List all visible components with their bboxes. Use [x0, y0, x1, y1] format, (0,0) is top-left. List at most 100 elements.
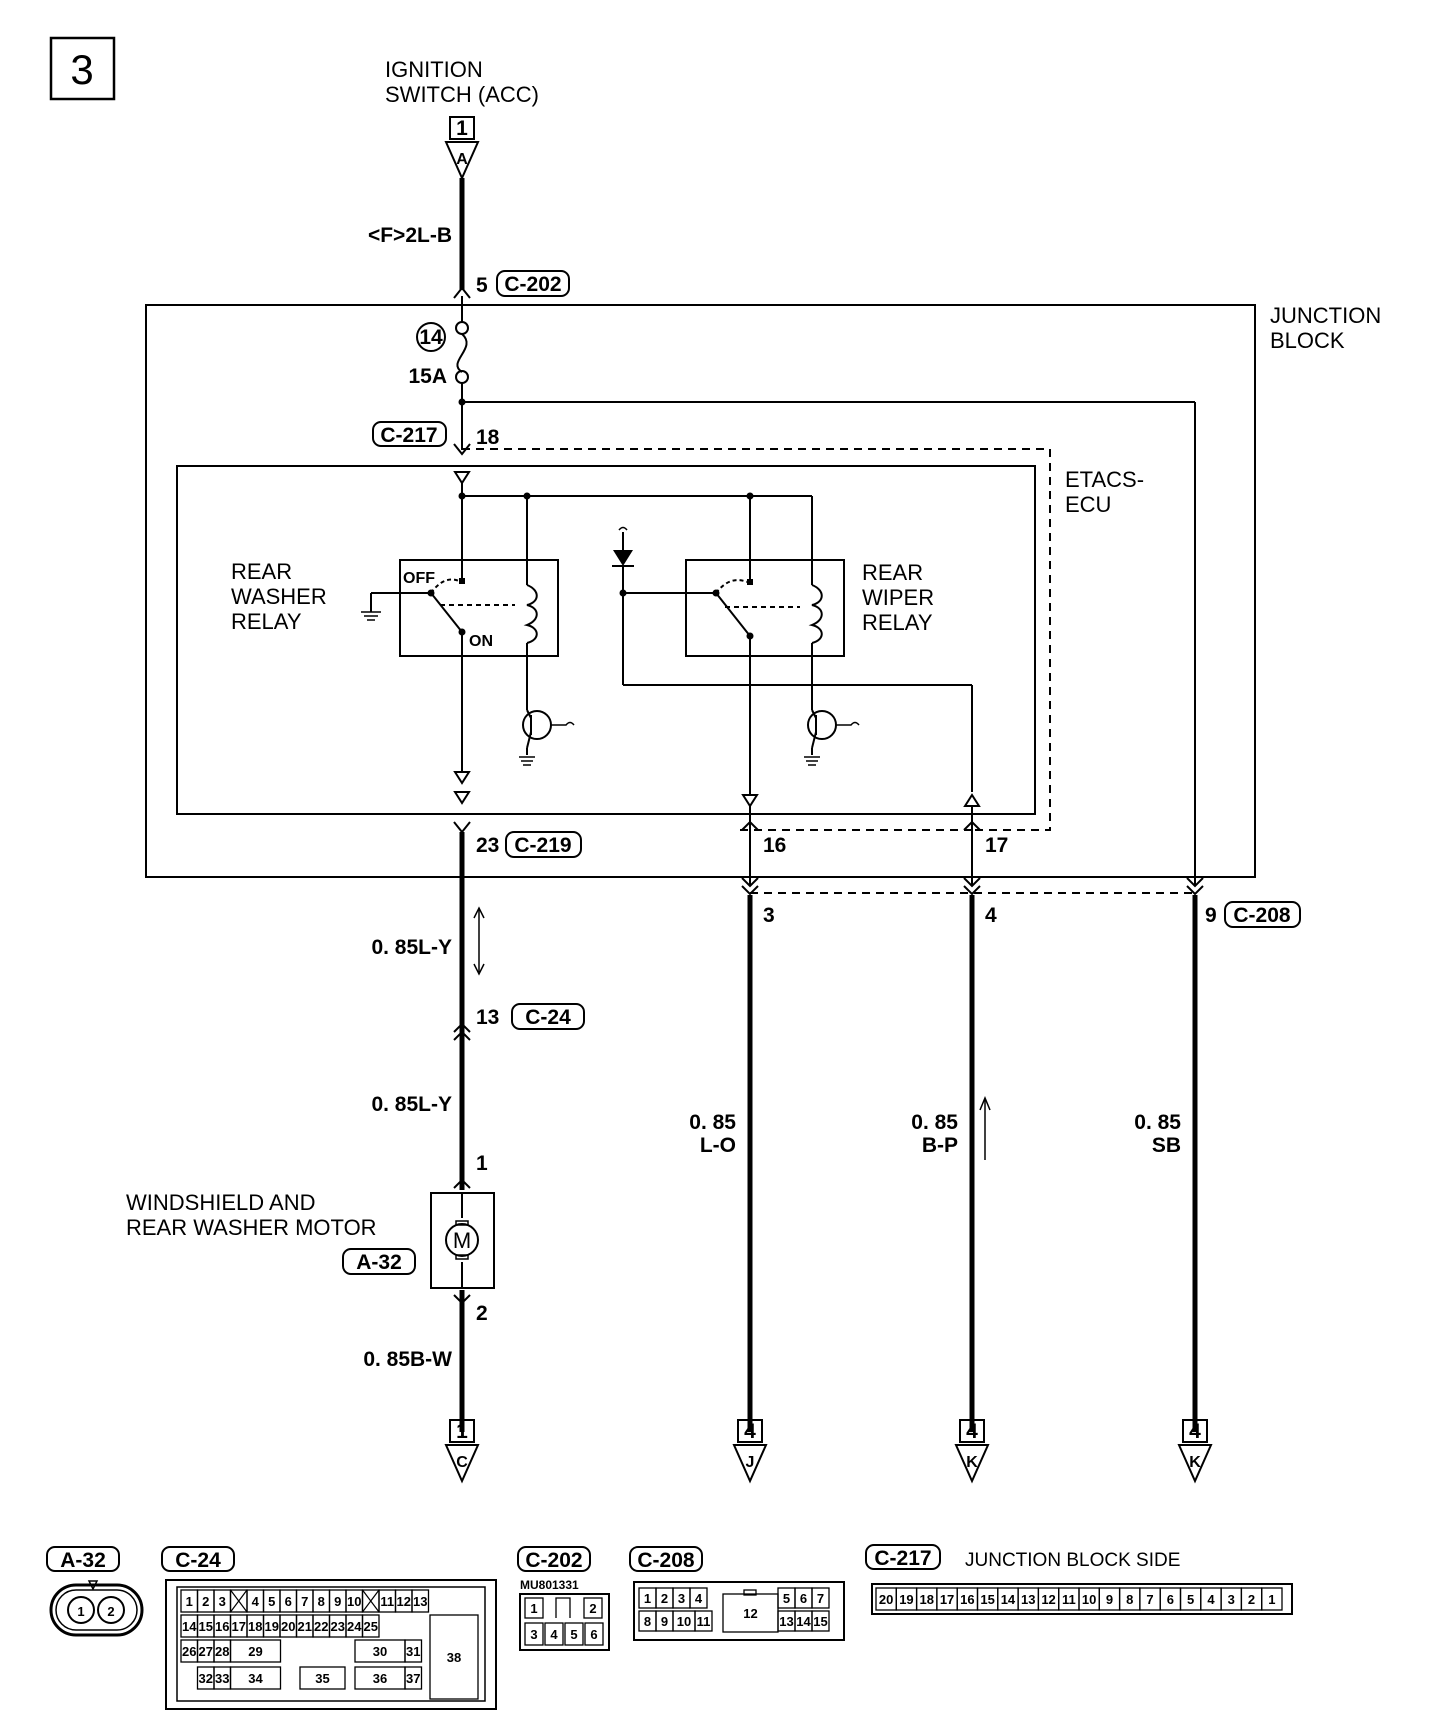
washer-relay-coil-icon — [523, 584, 538, 644]
c24-pin-label: 19 — [265, 1619, 279, 1634]
c219-tag: C-219 — [514, 834, 571, 857]
c24-cell — [229, 1639, 282, 1663]
pin-17: 17 — [985, 834, 1008, 857]
c24-cell — [404, 1639, 423, 1663]
c217-pin-label: 19 — [899, 1592, 913, 1607]
legend-a32-tag-box — [46, 1546, 120, 1572]
c217-pin-label: 18 — [920, 1592, 934, 1607]
washer-relay-on: ON — [469, 633, 493, 650]
c217-pin-label: 14 — [1001, 1592, 1016, 1607]
etacs-ecu-box — [176, 465, 1036, 815]
legend-c208-tag-box — [629, 1546, 703, 1572]
c202-cell — [524, 1597, 544, 1619]
wire-label-sb-1: 0. 85 — [1134, 1111, 1181, 1134]
c24-pin-label: 16 — [215, 1619, 229, 1634]
fuse-terminal-top — [455, 321, 469, 335]
up-arrow-icon — [979, 1096, 991, 1111]
svg-text:4: 4 — [1189, 1420, 1201, 1443]
c24-pin-label: 15 — [199, 1619, 213, 1634]
c24-pin: 13 — [476, 1006, 499, 1029]
c208-pin-label: 13 — [779, 1614, 793, 1629]
c217-pin-label: 11 — [1062, 1592, 1076, 1607]
svg-text:4: 4 — [744, 1420, 756, 1443]
bottom-ref-c: 1 C — [444, 1419, 480, 1484]
c217-tag-box — [372, 421, 447, 447]
wire-label-bp-2: B-P — [922, 1134, 958, 1157]
c24-pin-label: 4 — [252, 1594, 260, 1609]
c24-pin-label: 23 — [331, 1619, 345, 1634]
c208-pin-label: 2 — [661, 1591, 668, 1606]
c208-pin-label: 5 — [783, 1591, 790, 1606]
c24-pin-label: 1 — [186, 1594, 193, 1609]
c202-pin-label: 4 — [550, 1627, 558, 1642]
motor-label-1: WINDSHIELD AND — [126, 1190, 315, 1215]
c208-cell — [811, 1587, 830, 1609]
fuse-number: 14 — [419, 326, 443, 349]
c202-pin: 5 — [476, 274, 488, 297]
c24-cell — [429, 1614, 479, 1700]
c24-pin-label: 3 — [219, 1594, 226, 1609]
wire-label-bw: 0. 85B-W — [363, 1348, 452, 1371]
wire-label-lo-2: L-O — [700, 1134, 736, 1157]
c202-cell — [583, 1597, 603, 1619]
page-number-box — [49, 36, 116, 101]
c208-pin-label: 3 — [678, 1591, 685, 1606]
a32-tag-box — [342, 1248, 416, 1275]
svg-text:J: J — [746, 1454, 755, 1471]
c24-pin-label: 31 — [406, 1644, 420, 1659]
a32-connector-face: 1 2 — [49, 1580, 144, 1637]
c24-pin-label: 11 — [380, 1594, 394, 1609]
wiper-transistor-icon — [807, 710, 837, 740]
c24-pin-label: 37 — [406, 1671, 420, 1686]
legend-c217: C-217 — [874, 1547, 931, 1570]
washer-relay-off: OFF — [403, 570, 435, 587]
fuse-terminal-bottom — [455, 370, 469, 384]
pin-9: 9 — [1205, 904, 1217, 927]
c202-cell — [524, 1622, 544, 1646]
c202-pin-label: 5 — [570, 1627, 577, 1642]
c24-cell — [229, 1666, 282, 1690]
c217-note: JUNCTION BLOCK SIDE — [965, 1550, 1180, 1571]
c24-pin-label: 20 — [281, 1619, 295, 1634]
ignition-label-1: IGNITION — [385, 57, 483, 82]
c217-pin-label: 6 — [1167, 1592, 1174, 1607]
etacs-boundary-dashed — [462, 448, 1051, 831]
c24-pin-label: 7 — [301, 1594, 308, 1609]
c24-cell — [404, 1666, 423, 1690]
motor-pin-1: 1 — [476, 1152, 488, 1175]
c24-pin-label: 12 — [397, 1594, 411, 1609]
c217-pin-label: 15 — [980, 1592, 994, 1607]
wiper-relay-coil-icon — [808, 584, 823, 644]
svg-text:1: 1 — [456, 1420, 468, 1443]
c208-tag-box — [1224, 901, 1301, 928]
svg-text:C: C — [456, 1454, 468, 1471]
c217-pin-label: 3 — [1228, 1592, 1235, 1607]
c24-pin-label: 8 — [318, 1594, 325, 1609]
c24-pin-label: 38 — [447, 1650, 461, 1665]
svg-text:2: 2 — [107, 1604, 114, 1619]
wire-label-bp-1: 0. 85 — [911, 1111, 958, 1134]
svg-text:4: 4 — [966, 1420, 978, 1443]
junction-block-label-1: JUNCTION — [1270, 303, 1381, 328]
fuse-number-circle — [416, 322, 446, 352]
washer-relay-label-3: RELAY — [231, 609, 302, 634]
bottom-ref-k2: 4 K — [1177, 1419, 1213, 1484]
c24-pin-label: 26 — [182, 1644, 196, 1659]
c208-pin-label: 11 — [697, 1614, 711, 1629]
c208-pin-label: 9 — [661, 1614, 668, 1629]
c217-pin-label: 1 — [1268, 1592, 1275, 1607]
legend-c208: C-208 — [637, 1549, 695, 1572]
wiper-relay-label-3: RELAY — [862, 610, 933, 635]
page-number: 3 — [70, 46, 93, 93]
pin-4: 4 — [985, 904, 997, 927]
c24-tag-box — [511, 1003, 585, 1030]
c208-pin-label: 7 — [817, 1591, 824, 1606]
c24-pin-label: 30 — [373, 1644, 387, 1659]
c217-pin-label: 7 — [1146, 1592, 1153, 1607]
motor-icon — [445, 1223, 479, 1257]
c24-pin-label: 32 — [199, 1671, 213, 1686]
legend-c217-tag-box — [865, 1544, 941, 1570]
